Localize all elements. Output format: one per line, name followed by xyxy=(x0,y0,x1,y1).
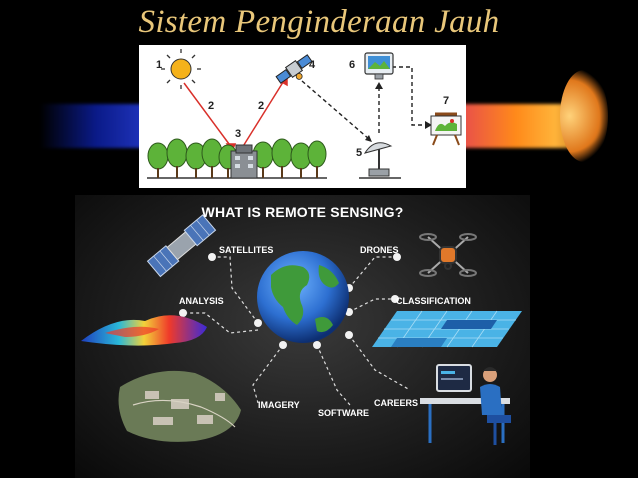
satellite-icon xyxy=(275,54,313,84)
label-software: SOFTWARE xyxy=(318,408,369,418)
what-is-remote-sensing-infographic: WHAT IS REMOTE SENSING? SATELLITES DRONE… xyxy=(75,195,530,478)
analysis-heatmap-icon xyxy=(81,315,207,346)
step-label-6: 6 xyxy=(349,59,355,71)
monitor-icon xyxy=(364,52,394,80)
aerial-imagery-icon xyxy=(118,370,241,442)
globe-icon xyxy=(257,251,349,343)
trees-icon xyxy=(147,138,327,179)
label-careers: CAREERS xyxy=(374,398,419,408)
connector-lines xyxy=(183,256,411,406)
step-label-2a: 2 xyxy=(208,100,214,112)
light-beam-glow xyxy=(560,70,608,162)
step-label-2b: 2 xyxy=(258,100,264,112)
label-satellites: SATELLITES xyxy=(219,245,274,255)
step-label-4: 4 xyxy=(309,59,316,71)
connector-nodes xyxy=(179,253,401,349)
presentation-board-icon xyxy=(430,112,462,146)
step-label-1: 1 xyxy=(156,59,162,71)
step-label-5: 5 xyxy=(356,147,362,159)
antenna-icon xyxy=(359,142,401,179)
label-drones: DRONES xyxy=(360,245,399,255)
classification-grid-icon xyxy=(372,310,522,348)
step-label-3: 3 xyxy=(235,128,241,140)
satellite-icon xyxy=(146,214,217,278)
label-analysis: ANALYSIS xyxy=(179,296,224,306)
step-label-7: 7 xyxy=(443,95,449,107)
drone-icon xyxy=(419,233,477,277)
remote-sensing-process-diagram: 1 2 2 3 4 5 6 7 xyxy=(139,45,466,188)
label-imagery: IMAGERY xyxy=(258,400,300,410)
data-flow-arrows xyxy=(301,66,427,140)
slide-title: Sistem Penginderaan Jauh xyxy=(138,4,500,40)
label-classification: CLASSIFICATION xyxy=(396,296,471,306)
remote-sensing-title: WHAT IS REMOTE SENSING? xyxy=(201,204,404,220)
sun-icon xyxy=(161,49,201,89)
person-computer-icon xyxy=(420,364,511,445)
